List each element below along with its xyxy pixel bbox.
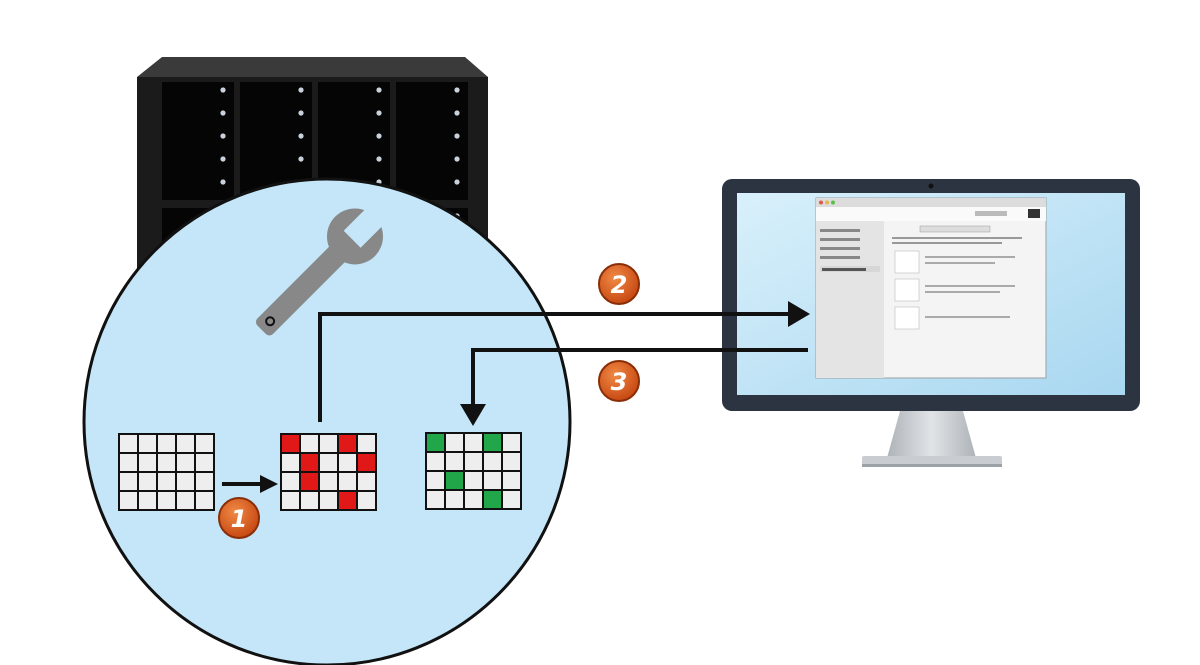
empty-cell <box>196 435 213 452</box>
empty-cell <box>282 454 299 471</box>
empty-cell <box>446 491 463 508</box>
step-badge-1-label: 1 <box>231 505 248 533</box>
empty-cell <box>446 453 463 470</box>
drive-led <box>454 87 460 93</box>
empty-cell <box>282 473 299 490</box>
monitor-icon <box>722 179 1140 467</box>
drive-led <box>454 133 460 139</box>
empty-cell <box>177 454 194 471</box>
empty-cell <box>358 435 375 452</box>
empty-cell <box>484 472 501 489</box>
empty-cell <box>196 492 213 509</box>
drive-led <box>298 87 304 93</box>
step-badge-3: 3 <box>598 360 640 402</box>
empty-cell <box>158 492 175 509</box>
marked-cell <box>339 435 356 452</box>
disk-grid-bad-blocks <box>280 433 377 511</box>
drive-led <box>454 179 460 185</box>
drive-led <box>376 156 382 162</box>
empty-cell <box>158 473 175 490</box>
marked-cell <box>484 434 501 451</box>
arrow-repair <box>460 348 808 426</box>
marked-cell <box>484 491 501 508</box>
drive-led <box>220 133 226 139</box>
drive-led <box>376 133 382 139</box>
empty-cell <box>320 473 337 490</box>
empty-cell <box>196 454 213 471</box>
empty-cell <box>177 473 194 490</box>
empty-cell <box>320 454 337 471</box>
step-badge-1: 1 <box>218 497 260 539</box>
drive-led <box>298 110 304 116</box>
wrench-icon <box>255 202 389 336</box>
marked-cell <box>358 454 375 471</box>
drive-led <box>220 110 226 116</box>
empty-cell <box>196 473 213 490</box>
empty-cell <box>158 454 175 471</box>
app-window <box>815 197 1047 379</box>
arrow-report <box>318 301 810 422</box>
empty-cell <box>301 492 318 509</box>
empty-cell <box>120 473 137 490</box>
drive-led <box>220 179 226 185</box>
empty-cell <box>503 491 520 508</box>
empty-cell <box>339 473 356 490</box>
empty-cell <box>465 472 482 489</box>
step-badge-2-label: 2 <box>611 271 628 299</box>
empty-cell <box>465 434 482 451</box>
disk-grid-repaired <box>425 432 522 510</box>
empty-cell <box>503 434 520 451</box>
empty-cell <box>484 453 501 470</box>
marked-cell <box>427 434 444 451</box>
empty-cell <box>503 472 520 489</box>
empty-cell <box>177 435 194 452</box>
step-badge-3-label: 3 <box>611 368 628 396</box>
empty-cell <box>358 492 375 509</box>
arrow-scan <box>222 475 278 493</box>
empty-cell <box>465 491 482 508</box>
empty-cell <box>139 473 156 490</box>
empty-cell <box>427 472 444 489</box>
empty-cell <box>139 492 156 509</box>
drive-led <box>298 133 304 139</box>
empty-cell <box>320 492 337 509</box>
empty-cell <box>339 454 356 471</box>
drive-led <box>298 156 304 162</box>
empty-cell <box>446 434 463 451</box>
empty-cell <box>301 435 318 452</box>
empty-cell <box>427 491 444 508</box>
drive-led <box>454 156 460 162</box>
empty-cell <box>427 453 444 470</box>
disk-grid-original <box>118 433 215 511</box>
empty-cell <box>120 435 137 452</box>
empty-cell <box>120 454 137 471</box>
drive-led <box>454 110 460 116</box>
marked-cell <box>301 473 318 490</box>
marked-cell <box>301 454 318 471</box>
empty-cell <box>282 492 299 509</box>
drive-led <box>376 110 382 116</box>
empty-cell <box>465 453 482 470</box>
step-badge-2: 2 <box>598 263 640 305</box>
empty-cell <box>120 492 137 509</box>
drive-led <box>220 156 226 162</box>
magnified-disk-view <box>82 177 572 665</box>
empty-cell <box>177 492 194 509</box>
drive-led <box>376 87 382 93</box>
drive-led <box>220 87 226 93</box>
empty-cell <box>158 435 175 452</box>
empty-cell <box>503 453 520 470</box>
empty-cell <box>320 435 337 452</box>
empty-cell <box>358 473 375 490</box>
empty-cell <box>139 435 156 452</box>
marked-cell <box>282 435 299 452</box>
marked-cell <box>339 492 356 509</box>
empty-cell <box>139 454 156 471</box>
marked-cell <box>446 472 463 489</box>
